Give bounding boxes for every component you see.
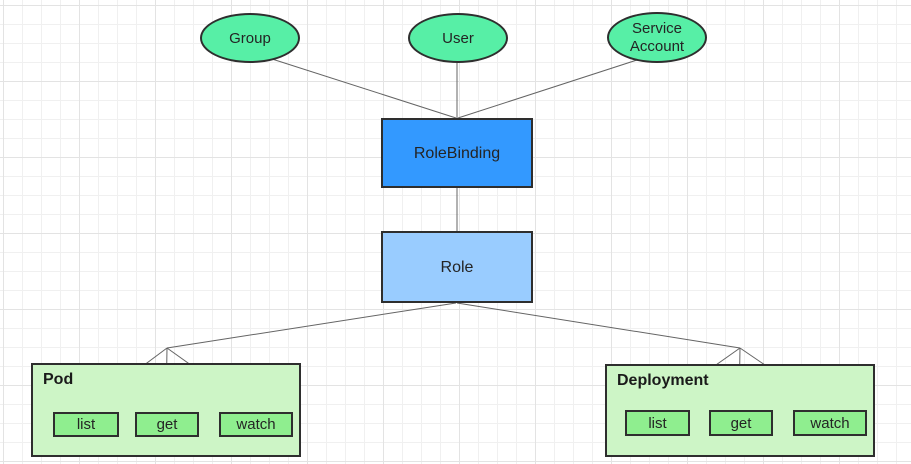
pod-verb-list[interactable]: list <box>53 412 119 437</box>
container-pod-title: Pod <box>43 371 74 388</box>
pod-verb-list-label: list <box>76 416 96 433</box>
node-user-label: User <box>442 29 474 47</box>
edge-role-deployment[interactable] <box>456 302 741 349</box>
node-group[interactable]: Group <box>200 13 300 63</box>
node-group-label: Group <box>229 29 271 47</box>
edge-serviceaccount-rolebinding[interactable] <box>457 59 638 119</box>
node-user[interactable]: User <box>408 13 508 63</box>
pod-verb-watch-label: watch <box>236 416 276 433</box>
container-deployment-title: Deployment <box>617 372 709 389</box>
deployment-verb-watch[interactable]: watch <box>793 410 867 436</box>
node-role[interactable]: Role <box>381 231 533 303</box>
deployment-verb-watch-label: watch <box>810 414 850 432</box>
node-service-account-label: Service Account <box>629 19 685 55</box>
deployment-verb-get-label: get <box>730 414 752 432</box>
edge-role-pod[interactable] <box>166 302 457 349</box>
container-pod[interactable]: Pod list get watch <box>31 363 301 457</box>
deployment-verb-get[interactable]: get <box>709 410 773 436</box>
node-service-account[interactable]: Service Account <box>607 12 707 63</box>
node-rolebinding[interactable]: RoleBinding <box>381 118 533 188</box>
edge-group-rolebinding[interactable] <box>271 58 457 119</box>
deployment-verb-list-label: list <box>648 414 667 432</box>
deployment-verb-list[interactable]: list <box>625 410 690 436</box>
node-rolebinding-label: RoleBinding <box>413 144 501 162</box>
container-deployment[interactable]: Deployment list get watch <box>605 364 875 457</box>
pod-verb-watch[interactable]: watch <box>219 412 293 437</box>
pod-verb-get[interactable]: get <box>135 412 199 437</box>
pod-verb-get-label: get <box>156 416 178 433</box>
node-role-label: Role <box>440 258 474 276</box>
